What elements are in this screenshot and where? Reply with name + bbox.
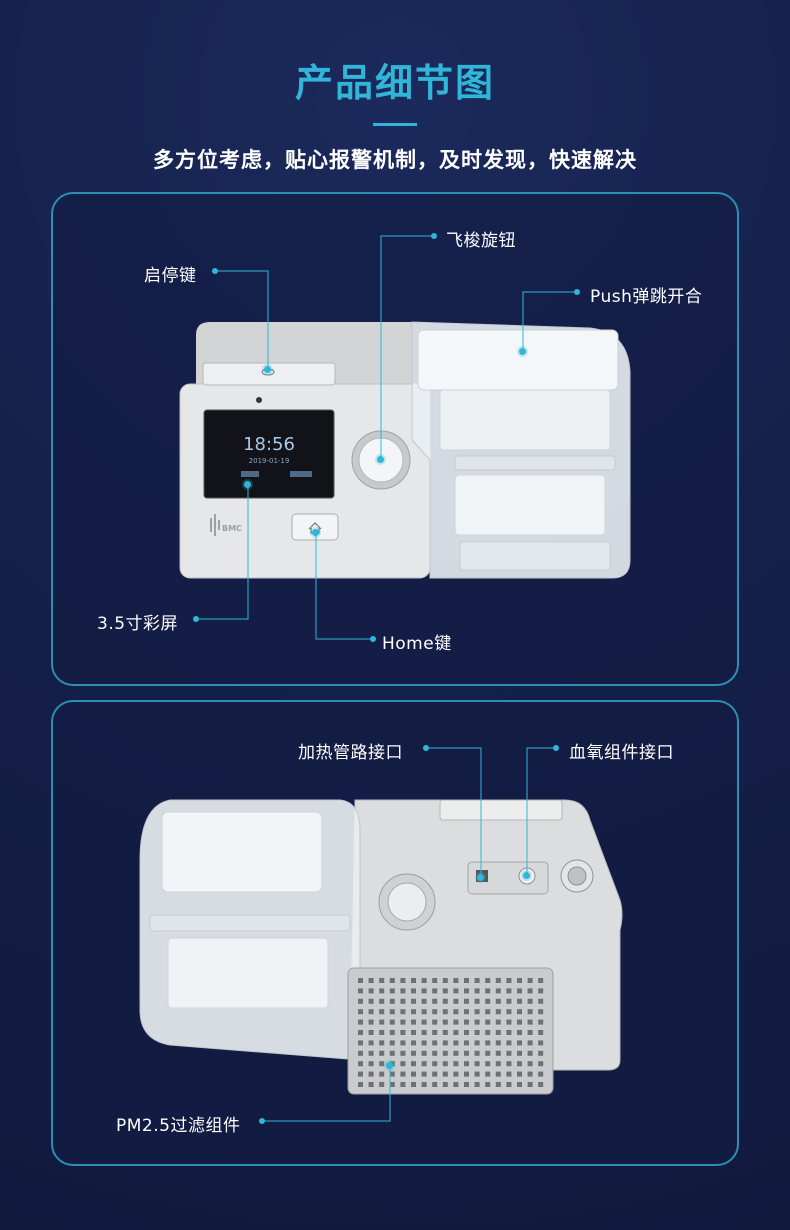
callout-dot bbox=[553, 745, 559, 751]
callout-pin bbox=[244, 481, 251, 488]
callout-pin bbox=[312, 529, 319, 536]
callout-dot bbox=[574, 289, 580, 295]
label-jog-knob: 飞梭旋钮 bbox=[446, 231, 516, 251]
page-subtitle: 多方位考虑，贴心报警机制，及时发现，快速解决 bbox=[153, 148, 637, 172]
callout-pin bbox=[519, 348, 526, 355]
brand-logo: BMC bbox=[210, 514, 242, 536]
filter-grid-holes bbox=[358, 978, 544, 1087]
label-heated-tube-port: 加热管路接口 bbox=[298, 743, 403, 763]
page-title: 产品细节图 bbox=[294, 61, 495, 105]
brand-text: BMC bbox=[222, 524, 242, 533]
label-color-screen: 3.5寸彩屏 bbox=[97, 614, 179, 634]
callout-dot bbox=[259, 1118, 265, 1124]
label-push-open: Push弹跳开合 bbox=[590, 287, 703, 307]
callout-dot bbox=[370, 636, 376, 642]
callout-dot bbox=[212, 268, 218, 274]
label-pm25-filter: PM2.5过滤组件 bbox=[116, 1116, 241, 1136]
callout-dot bbox=[423, 745, 429, 751]
callout-pin bbox=[264, 366, 271, 373]
callout-pin bbox=[523, 872, 530, 879]
callout-pin bbox=[477, 874, 484, 881]
label-start-stop-key: 启停键 bbox=[144, 266, 197, 286]
screen-time: 18:56 bbox=[243, 434, 295, 455]
callout-dot bbox=[193, 616, 199, 622]
callout-pin bbox=[377, 456, 384, 463]
callout-dot bbox=[431, 233, 437, 239]
title-underline bbox=[373, 123, 417, 126]
label-home-key: Home键 bbox=[382, 634, 452, 654]
callout-pin bbox=[386, 1062, 393, 1069]
label-spo2-port: 血氧组件接口 bbox=[569, 743, 674, 763]
screen-date: 2019-01-19 bbox=[249, 457, 290, 465]
